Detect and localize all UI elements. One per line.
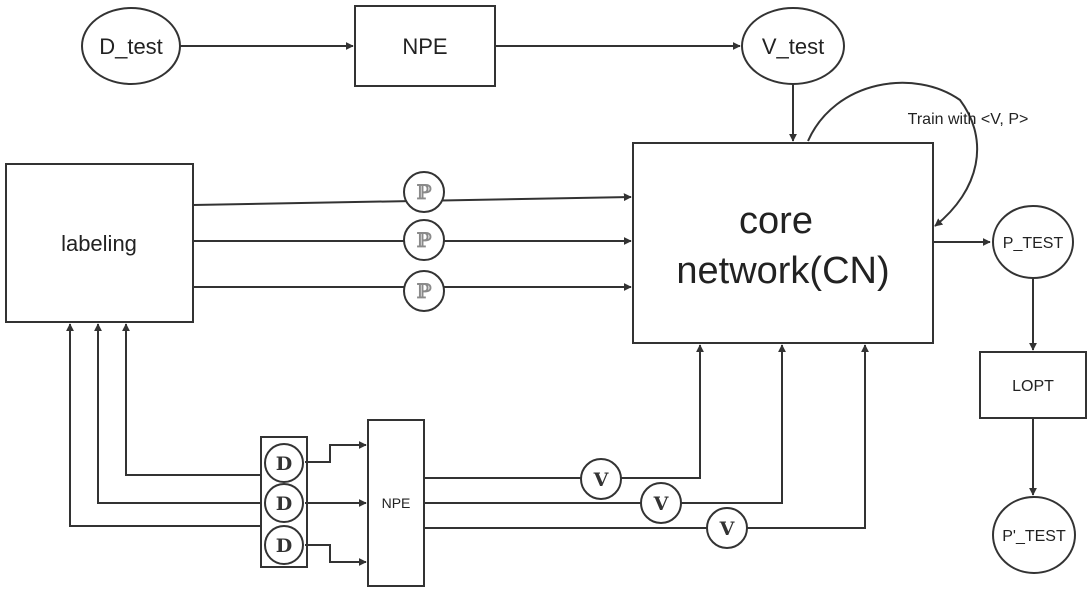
svg-text:V: V	[593, 469, 610, 491]
svg-text:D: D	[276, 535, 292, 557]
npe-bottom-label: NPE	[382, 495, 411, 511]
core-network-label-line2: network(CN)	[676, 250, 889, 292]
labeling-node: labeling	[5, 163, 194, 323]
v-symbol-3: V	[706, 507, 748, 549]
p-test-node: P_TEST	[992, 205, 1074, 279]
labeling-label: labeling	[61, 231, 137, 256]
arrow-npe-to-core-2	[424, 344, 786, 504]
arrow-d1-to-npe	[305, 441, 367, 463]
core-network-node: core network(CN)	[632, 142, 934, 344]
p-test-label: P_TEST	[1003, 235, 1064, 252]
npe-bottom-node: NPE	[367, 419, 425, 587]
svg-text:V: V	[653, 493, 670, 515]
lopt-label: LOPT	[1012, 378, 1054, 395]
svg-text:D: D	[276, 453, 292, 475]
svg-text:V: V	[719, 518, 736, 540]
npe-top-node: NPE	[354, 5, 496, 87]
train-loop-arrow	[807, 81, 979, 227]
svg-text:ℙ: ℙ	[416, 180, 431, 204]
d-stack: D D D	[260, 436, 308, 568]
d-test-node: D_test	[81, 7, 181, 85]
arrow-d1-to-labeling	[122, 323, 261, 476]
arrow-d3-to-npe	[305, 544, 367, 566]
p-symbol-3: ℙ	[403, 270, 445, 312]
npe-top-label: NPE	[402, 34, 447, 59]
d-symbol-3: D	[264, 525, 304, 565]
arrow-d2-to-labeling	[94, 323, 261, 504]
d-symbol-1: D	[264, 443, 304, 483]
train-loop-label: Train with <V, P>	[908, 111, 1029, 128]
v-symbol-2: V	[640, 482, 682, 524]
svg-text:ℙ: ℙ	[416, 228, 431, 252]
arrow-npe-to-core-1	[424, 344, 704, 479]
core-network-label-line1: core	[739, 200, 813, 242]
svg-text:D: D	[276, 493, 292, 515]
arrow-npe-to-core-3	[424, 344, 869, 529]
p-prime-test-label: P'_TEST	[1002, 528, 1066, 545]
p-prime-test-node: P'_TEST	[992, 496, 1076, 574]
svg-text:ℙ: ℙ	[416, 279, 431, 303]
arrow-d3-to-labeling	[66, 323, 261, 527]
v-test-label: V_test	[762, 34, 824, 59]
lopt-node: LOPT	[979, 351, 1087, 419]
d-test-label: D_test	[99, 34, 163, 59]
p-symbol-2: ℙ	[403, 219, 445, 261]
d-symbol-2: D	[264, 483, 304, 523]
v-test-node: V_test	[741, 7, 845, 85]
v-symbol-1: V	[580, 458, 622, 500]
p-symbol-1: ℙ	[403, 171, 445, 213]
